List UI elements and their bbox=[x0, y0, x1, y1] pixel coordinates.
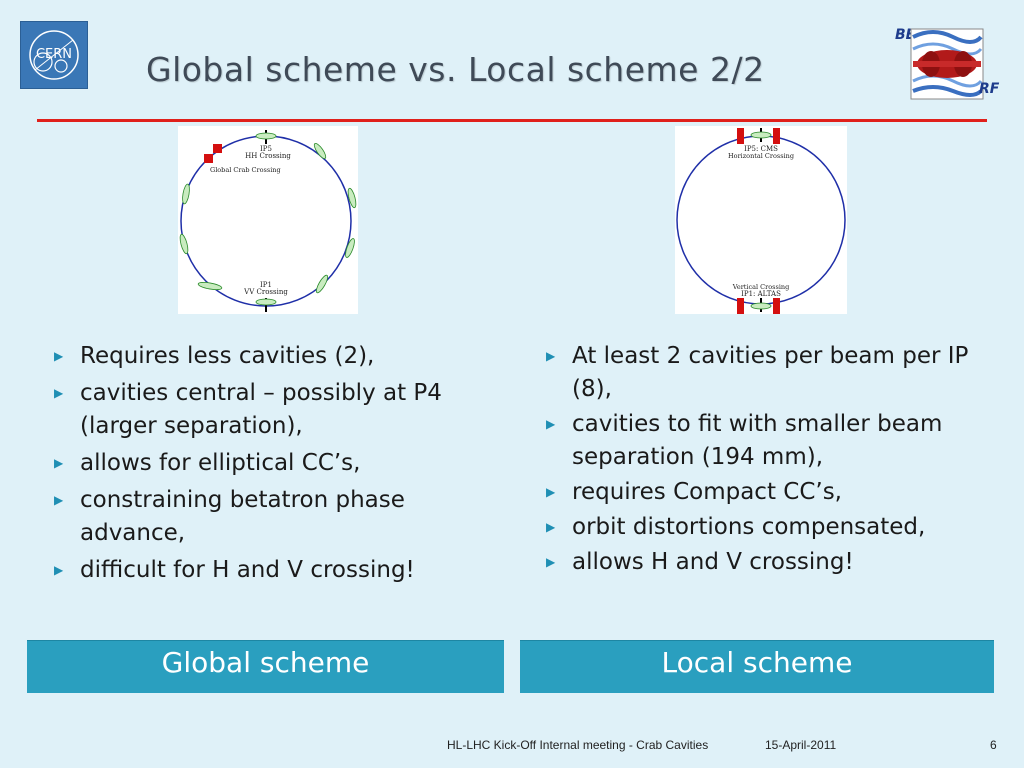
bullet-arrow-icon: ▶ bbox=[546, 417, 556, 431]
global-ip5-sub: HH Crossing bbox=[245, 152, 291, 160]
bullet-text: orbit distortions compensated, bbox=[572, 514, 926, 540]
page-number: 6 bbox=[990, 738, 997, 752]
bullet-arrow-icon: ▶ bbox=[54, 349, 64, 363]
list-item: ▶ allows H and V crossing! bbox=[544, 546, 984, 579]
footer-meeting: HL-LHC Kick-Off Internal meeting - Crab … bbox=[447, 738, 709, 752]
footer-date: 15-April-2011 bbox=[765, 738, 837, 752]
global-scheme-diagram: IP5 HH Crossing Global Crab Crossing IP1… bbox=[178, 126, 358, 314]
bullet-arrow-icon: ▶ bbox=[54, 493, 64, 507]
local-ip1-label: Vertical Crossing bbox=[732, 283, 790, 291]
bullet-text: cavities to fit with smaller beam separa… bbox=[572, 411, 943, 470]
local-scheme-label: Local scheme bbox=[520, 640, 994, 693]
global-scheme-bullets: ▶ Requires less cavities (2), ▶ cavities c… bbox=[52, 340, 502, 591]
global-crab-label: Global Crab Crossing bbox=[210, 166, 281, 174]
bullet-text: cavities central – possibly at P4 (large… bbox=[80, 380, 442, 439]
bullet-arrow-icon: ▶ bbox=[54, 386, 64, 400]
bullet-text: At least 2 cavities per beam per IP (8), bbox=[572, 343, 969, 402]
local-ip5-sub: Horizontal Crossing bbox=[728, 152, 794, 160]
global-scheme-label: Global scheme bbox=[27, 640, 504, 693]
global-ip1-sub: VV Crossing bbox=[243, 288, 288, 296]
bullet-text: allows for elliptical CC’s, bbox=[80, 450, 361, 476]
list-item: ▶ cavities central – possibly at P4 (larg… bbox=[52, 377, 502, 443]
local-scheme-bullets: ▶ At least 2 cavities per beam per IP (8)… bbox=[544, 340, 984, 581]
list-item: ▶ allows for elliptical CC’s, bbox=[52, 447, 502, 480]
page-title: Global scheme vs. Local scheme 2/2 bbox=[146, 50, 765, 89]
bullet-text: difficult for H and V crossing! bbox=[80, 557, 415, 583]
cern-logo: CERN bbox=[20, 21, 88, 89]
bullet-text: requires Compact CC’s, bbox=[572, 479, 842, 505]
bullet-text: allows H and V crossing! bbox=[572, 549, 854, 575]
bullet-arrow-icon: ▶ bbox=[54, 563, 64, 577]
cern-logo-text: CERN bbox=[36, 47, 72, 62]
local-ip1-sub: IP1: ALTAS bbox=[741, 290, 781, 298]
bullet-arrow-icon: ▶ bbox=[546, 555, 556, 569]
local-ip5-label: IP5: CMS bbox=[744, 145, 778, 153]
bullet-arrow-icon: ▶ bbox=[546, 349, 556, 363]
title-divider bbox=[37, 119, 987, 122]
list-item: ▶ difficult for H and V crossing! bbox=[52, 554, 502, 587]
bullet-arrow-icon: ▶ bbox=[546, 485, 556, 499]
be-rf-logo: BE RF bbox=[893, 23, 1003, 101]
list-item: ▶ constraining betatron phase advance, bbox=[52, 484, 502, 550]
list-item: ▶ orbit distortions compensated, bbox=[544, 511, 984, 544]
list-item: ▶ requires Compact CC’s, bbox=[544, 476, 984, 509]
rf-logo-text: RF bbox=[979, 81, 1000, 97]
global-ip1-label: IP1 bbox=[260, 281, 272, 289]
bullet-arrow-icon: ▶ bbox=[54, 456, 64, 470]
bullet-text: constraining betatron phase advance, bbox=[80, 487, 405, 546]
bullet-text: Requires less cavities (2), bbox=[80, 343, 375, 369]
bullet-arrow-icon: ▶ bbox=[546, 520, 556, 534]
local-scheme-diagram: IP5: CMS Horizontal Crossing Vertical Cr… bbox=[675, 126, 847, 314]
list-item: ▶ cavities to fit with smaller beam separ… bbox=[544, 408, 984, 474]
list-item: ▶ Requires less cavities (2), bbox=[52, 340, 502, 373]
global-ip5-label: IP5 bbox=[260, 145, 272, 153]
list-item: ▶ At least 2 cavities per beam per IP (8)… bbox=[544, 340, 984, 406]
